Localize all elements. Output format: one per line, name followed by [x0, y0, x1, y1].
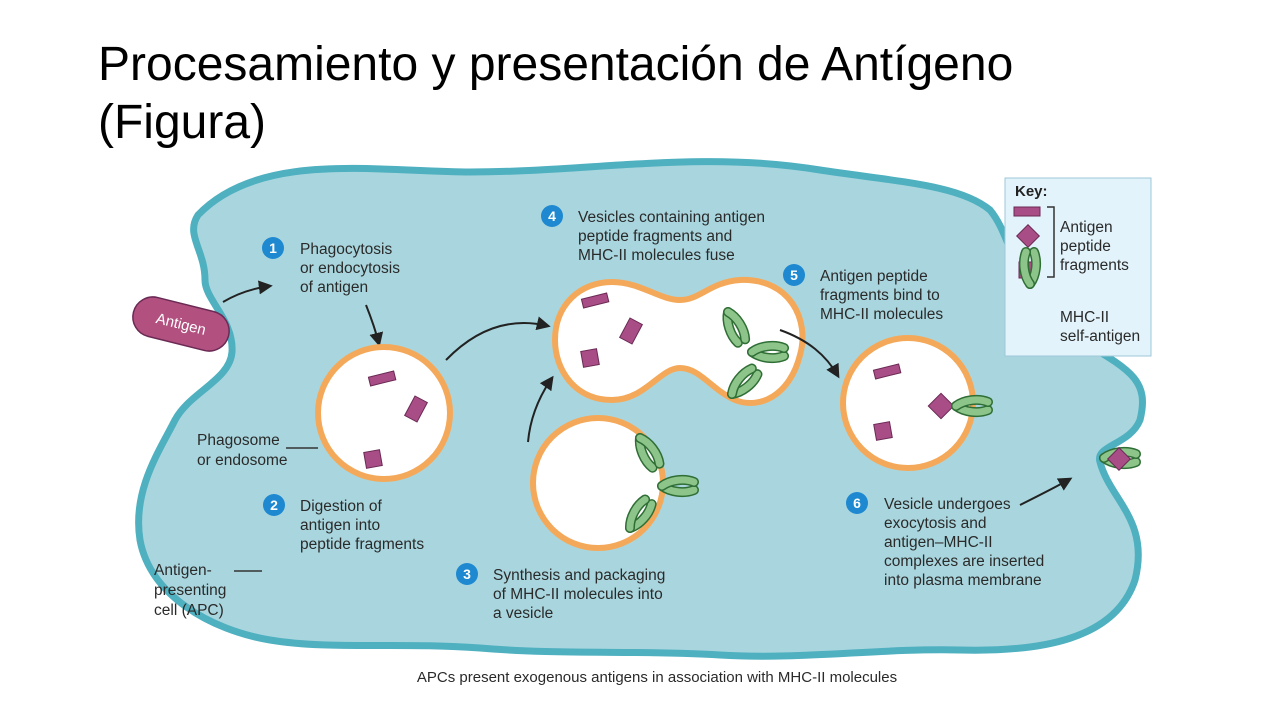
step-2-line-2: antigen into: [300, 517, 380, 534]
key-mhc-line-2: self-antigen: [1060, 328, 1140, 345]
apc-cell: [135, 158, 1146, 660]
step-5-number: 5: [790, 267, 798, 283]
step-3-line-1: Synthesis and packaging: [493, 567, 665, 584]
apc-label-line-3: cell (APC): [154, 602, 224, 619]
phagosome: [315, 344, 453, 482]
mhc-vesicle: [530, 415, 694, 551]
step-4-line-3: MHC-II molecules fuse: [578, 247, 735, 264]
arrow-phagosome-to-fusion: [445, 316, 551, 361]
step-4-number: 4: [548, 208, 556, 224]
arrow-exocytosis: [1019, 477, 1073, 506]
key-antigen-line-2: peptide: [1060, 238, 1111, 255]
key-title: Key:: [1015, 183, 1048, 200]
step-5-line-1: Antigen peptide: [820, 268, 928, 285]
phagosome-label-line-2: or endosome: [197, 452, 287, 469]
slide-title: Procesamiento y presentación de Antígeno…: [98, 36, 1218, 152]
step-6-line-1: Vesicle undergoes: [884, 496, 1011, 513]
step-5: 5 Antigen peptide fragments bind to MHC-…: [783, 264, 943, 323]
step-6-number: 6: [853, 495, 861, 511]
step-4-line-1: Vesicles containing antigen: [578, 209, 765, 226]
antigen-particle: Antigen: [132, 296, 230, 352]
bound-vesicle: [840, 335, 988, 471]
step-1-number: 1: [269, 240, 277, 256]
step-2-line-3: peptide fragments: [300, 536, 424, 553]
step-6-line-5: into plasma membrane: [884, 572, 1042, 589]
step-1-line-3: of antigen: [300, 279, 368, 296]
surface-mhc-complex: [1104, 448, 1136, 472]
key-antigen-line-3: fragments: [1060, 257, 1129, 274]
figure-caption: APCs present exogenous antigens in assoc…: [417, 669, 897, 686]
key-mhc-line-1: MHC-II: [1060, 309, 1109, 326]
step-5-line-2: fragments bind to: [820, 287, 940, 304]
apc-label-line-2: presenting: [154, 582, 226, 599]
arrow-new-vesicle-to-fusion: [527, 375, 554, 443]
fused-vesicle: [551, 276, 806, 406]
step-3-line-2: of MHC-II molecules into: [493, 586, 663, 603]
step-3-line-3: a vesicle: [493, 605, 553, 622]
key-box: Key: Antigen peptide fragments MHC-II se…: [1004, 177, 1152, 357]
phagosome-label-line-1: Phagosome: [197, 432, 280, 449]
step-3: 3 Synthesis and packaging of MHC-II mole…: [456, 563, 665, 622]
step-4-line-2: peptide fragments and: [578, 228, 732, 245]
step-1: 1 Phagocytosis or endocytosis of antigen: [262, 237, 400, 296]
step-6: 6 Vesicle undergoes exocytosis and antig…: [846, 492, 1044, 589]
step-4: 4 Vesicles containing antigen peptide fr…: [541, 205, 765, 264]
step-6-line-3: antigen–MHC-II: [884, 534, 993, 551]
step-6-line-2: exocytosis and: [884, 515, 987, 532]
step-3-number: 3: [463, 566, 471, 582]
apc-label-line-1: Antigen-: [154, 562, 212, 579]
arrow-step1-to-phagosome: [365, 304, 384, 347]
arrow-fusion-to-binding: [779, 329, 840, 379]
step-6-line-4: complexes are inserted: [884, 553, 1044, 570]
step-1-line-1: Phagocytosis: [300, 241, 392, 258]
title-line-2: (Figura): [98, 96, 267, 149]
key-antigen-line-1: Antigen: [1060, 219, 1113, 236]
step-2: 2 Digestion of antigen into peptide frag…: [263, 494, 424, 553]
step-2-line-1: Digestion of: [300, 498, 383, 515]
arrow-antigen-entry: [222, 280, 273, 303]
step-2-number: 2: [270, 497, 278, 513]
key-bracket: [1047, 206, 1055, 278]
step-1-line-2: or endocytosis: [300, 260, 400, 277]
key-diamond-fragment: [1015, 223, 1041, 249]
step-5-line-3: MHC-II molecules: [820, 306, 943, 323]
key-bar-fragment: [1013, 206, 1041, 217]
title-line-1: Procesamiento y presentación de Antígeno: [98, 38, 1014, 91]
